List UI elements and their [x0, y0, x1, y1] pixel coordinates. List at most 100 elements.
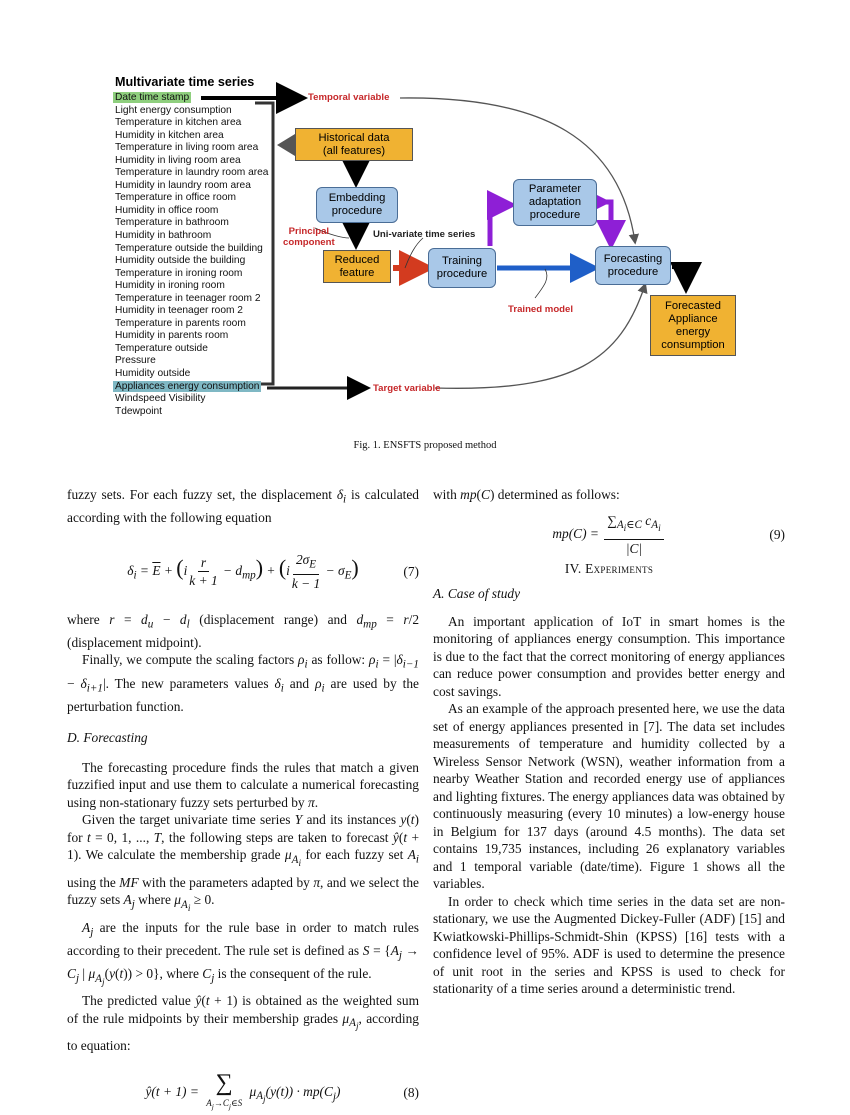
- section-d-heading: D. Forecasting: [67, 730, 148, 746]
- principal-pointer: [314, 227, 350, 239]
- left-paragraph-2: where r = du − dl (displacement range) a…: [67, 611, 420, 650]
- trained-model-pointer: [534, 268, 548, 299]
- trained-model-label: Trained model: [508, 304, 574, 315]
- variable-item: Temperature in bathroom: [115, 217, 295, 230]
- reduced-line-1: Reduced: [334, 253, 380, 266]
- variable-item: Humidity in teenager room 2: [115, 305, 295, 318]
- right-paragraph-2: An important application of IoT in smart…: [433, 613, 785, 699]
- variable-item: Temperature in teenager room 2: [115, 293, 295, 306]
- variable-item: Temperature in living room area: [115, 142, 295, 155]
- variable-item: Pressure: [115, 355, 295, 368]
- section-a-heading: A. Case of study: [433, 586, 521, 601]
- right-paragraph-3: As an example of the approach presented …: [433, 701, 785, 891]
- forecasting-line-1: Forecasting: [603, 252, 663, 265]
- variable-item: Humidity in office room: [115, 205, 295, 218]
- univariate-pointer: [404, 237, 424, 269]
- variable-item: Humidity in living room area: [115, 155, 295, 168]
- training-to-parameter-arrow: [487, 190, 517, 246]
- left-paragraph-1: fuzzy sets. For each fuzzy set, the disp…: [67, 487, 419, 526]
- variable-label: Temperature in bathroom: [115, 217, 229, 229]
- temporal-variable-label: Temporal variable: [308, 92, 390, 103]
- left-paragraph-7: The predicted value ŷ(t + 1) is obtained…: [67, 993, 420, 1054]
- variable-item: Humidity in kitchen area: [115, 130, 295, 143]
- variable-item: Humidity in parents room: [115, 330, 295, 343]
- left-paragraph-6: Aj are the inputs for the rule base in o…: [67, 919, 419, 988]
- variable-item: Windspeed Visibility: [115, 393, 295, 406]
- variable-label: Temperature in parents room: [115, 317, 246, 329]
- historical-data-box: Historical data(all features): [295, 128, 413, 161]
- forecasted-line-2: Appliance: [668, 312, 718, 325]
- variable-item: Temperature in office room: [115, 192, 295, 205]
- variable-label: Windspeed Visibility: [115, 393, 206, 405]
- variable-item: Humidity in bathroom: [115, 230, 295, 243]
- parameter-line-2: adaptation: [528, 196, 582, 208]
- left-paragraph-3: Finally, we compute the scaling factors …: [67, 652, 419, 714]
- embedding-line-1: Embedding: [328, 192, 386, 204]
- variable-label: Temperature in living room area: [115, 142, 259, 154]
- variable-label: Temperature in laundry room area: [115, 167, 269, 179]
- variables-bracket: [255, 101, 275, 386]
- historical-line-1: Historical data: [318, 131, 390, 144]
- univariate-label: Uni-variate time series: [373, 229, 476, 240]
- variable-item: Humidity outside: [115, 368, 295, 381]
- parameter-line-1: Parameter: [528, 183, 582, 195]
- variable-label: Humidity in ironing room: [115, 280, 225, 292]
- variable-item: Temperature in laundry room area: [115, 167, 295, 180]
- variable-label: Pressure: [115, 355, 156, 367]
- equation-7-number: (7): [403, 563, 419, 579]
- variable-label: Temperature outside the building: [115, 242, 263, 254]
- variable-label: Humidity in office room: [115, 204, 219, 216]
- variable-item: Temperature in ironing room: [115, 268, 295, 281]
- forecasted-line-4: consumption: [661, 338, 725, 351]
- forecast-output-arrow: [670, 262, 702, 294]
- variable-label: Temperature in teenager room 2: [115, 292, 261, 304]
- variables-title: Multivariate time series: [115, 75, 255, 89]
- variable-label: Humidity outside: [115, 368, 191, 380]
- parameter-line-3: procedure: [529, 209, 581, 221]
- variable-label: Temperature in kitchen area: [115, 117, 242, 129]
- bracket-pointer: [277, 134, 295, 156]
- variable-item: Temperature outside: [115, 343, 295, 356]
- variable-item: Temperature outside the building: [115, 243, 295, 256]
- figure-ensfts-diagram: Multivariate time series Date time stamp…: [105, 70, 755, 430]
- equation-9: mp(C) = ∑Ai∈C cAi|C| (9): [552, 512, 785, 556]
- right-paragraph-4: In order to check which time series in t…: [433, 893, 785, 997]
- target-variable-label: Target variable: [373, 383, 441, 394]
- variable-label: Temperature outside: [115, 342, 208, 354]
- right-column: with mp(C) determined as follows: mp(C) …: [433, 486, 785, 998]
- embedding-line-2: procedure: [331, 205, 383, 217]
- forecasted-line-3: energy: [675, 325, 711, 338]
- left-column: fuzzy sets. For each fuzzy set, the disp…: [67, 486, 419, 1115]
- variable-label: Humidity in living room area: [115, 154, 241, 166]
- principal-line-2: component: [283, 237, 335, 248]
- historical-line-2: (all features): [322, 144, 386, 157]
- equation-8-number: (8): [403, 1084, 419, 1100]
- parameter-forecasting-arrow: [581, 187, 626, 250]
- variable-label: Tdewpoint: [115, 405, 163, 417]
- left-paragraph-5: Given the target univariate time series …: [67, 812, 419, 914]
- variable-item: Appliances energy consumption: [113, 380, 295, 394]
- training-line-2: procedure: [436, 268, 488, 280]
- variable-label: Humidity in teenager room 2: [115, 305, 243, 317]
- variable-label: Humidity in parents room: [115, 330, 229, 342]
- variable-label: Humidity in laundry room area: [115, 179, 251, 191]
- variable-label: Humidity outside the building: [115, 255, 246, 267]
- right-paragraph-1: with mp(C) determined as follows:: [433, 487, 620, 502]
- variable-item: Humidity outside the building: [115, 255, 295, 268]
- figure-caption: Fig. 1. ENSFTS proposed method: [353, 440, 497, 451]
- variable-label: Temperature in ironing room: [115, 267, 243, 279]
- variable-item: Humidity in laundry room area: [115, 180, 295, 193]
- variable-label: Humidity in kitchen area: [115, 129, 224, 141]
- variable-item: Humidity in ironing room: [115, 280, 295, 293]
- reduced-line-2: feature: [339, 266, 375, 279]
